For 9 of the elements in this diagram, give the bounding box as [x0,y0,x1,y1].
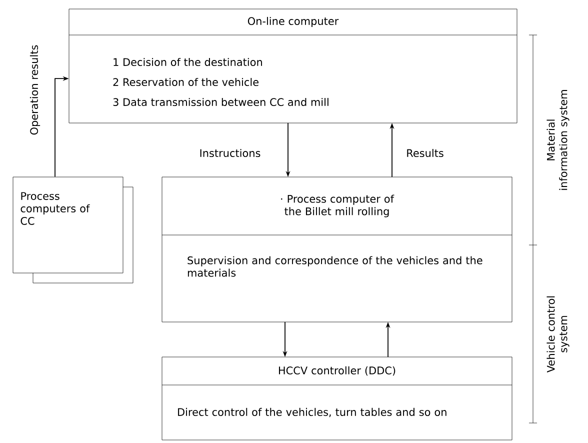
edge-label: Results [407,148,444,158]
process-box: Process computers of CC [12,176,134,284]
side-label: Vehicle control system [546,296,570,372]
process-box: HCCV controller (DDC) Direct control of the vehicles, turn tables and so on [162,356,512,440]
edge-label: Operation results [30,45,40,135]
edge-label: Instructions [200,148,260,158]
process-box: · Process computer of the Billet mill rolling Supervision and correspondence of the vehicles and the materials [162,176,512,322]
process-box: On-line computer 1 Decision of the destination 2 Reservation of the vehicle 3 Data transmission between CC and mill [68,8,518,124]
side-label: Material information system [546,90,570,190]
